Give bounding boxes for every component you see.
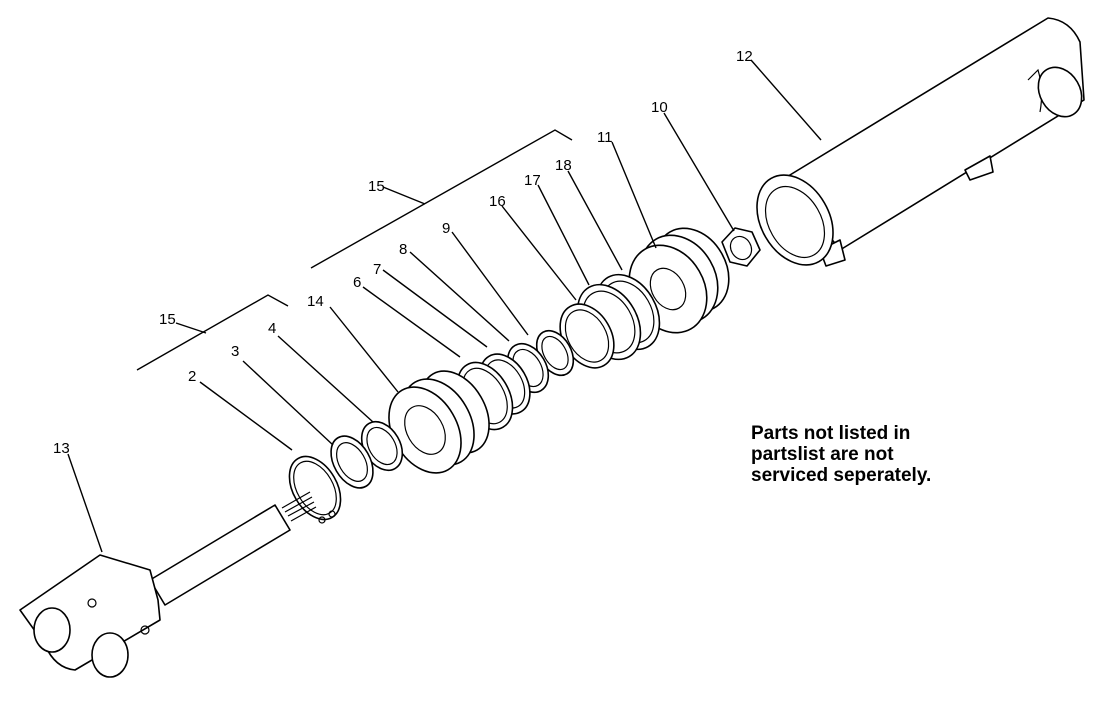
callout-9: 9 [442,220,450,237]
callout-14: 14 [307,293,324,310]
service-note-line-2: partslist are not [751,444,894,465]
service-note-line-3: serviced seperately. [751,465,932,486]
callout-11: 11 [597,129,613,146]
gland-seal-rings [456,329,575,431]
kit-bracket-lower [136,294,289,371]
callout-13: 13 [53,440,70,457]
kit-bracket-upper [310,129,573,269]
callout-10: 10 [651,99,668,116]
piston-seal-rings [559,273,661,369]
service-note: Parts not listed in partslist are not se… [751,423,1011,486]
rod-seals [288,420,404,524]
callout-17: 17 [524,172,541,189]
callout-16: 16 [489,193,506,210]
piston [628,227,730,334]
piston-rod [19,491,317,678]
cylinder-barrel [756,17,1085,267]
callout-18: 18 [555,157,572,174]
gland [388,370,490,474]
piston-nut [721,227,761,267]
callout-15-lower: 15 [159,311,176,328]
callout-8: 8 [399,241,407,258]
service-note-line-1: Parts not listed in [751,423,911,444]
callout-3: 3 [231,343,239,360]
callout-15-upper: 15 [368,178,385,195]
callout-7: 7 [373,261,381,278]
callout-6: 6 [353,274,361,291]
callout-4: 4 [268,320,276,337]
callout-12: 12 [736,48,753,65]
leader-lines [67,59,822,553]
callout-2: 2 [188,368,196,385]
